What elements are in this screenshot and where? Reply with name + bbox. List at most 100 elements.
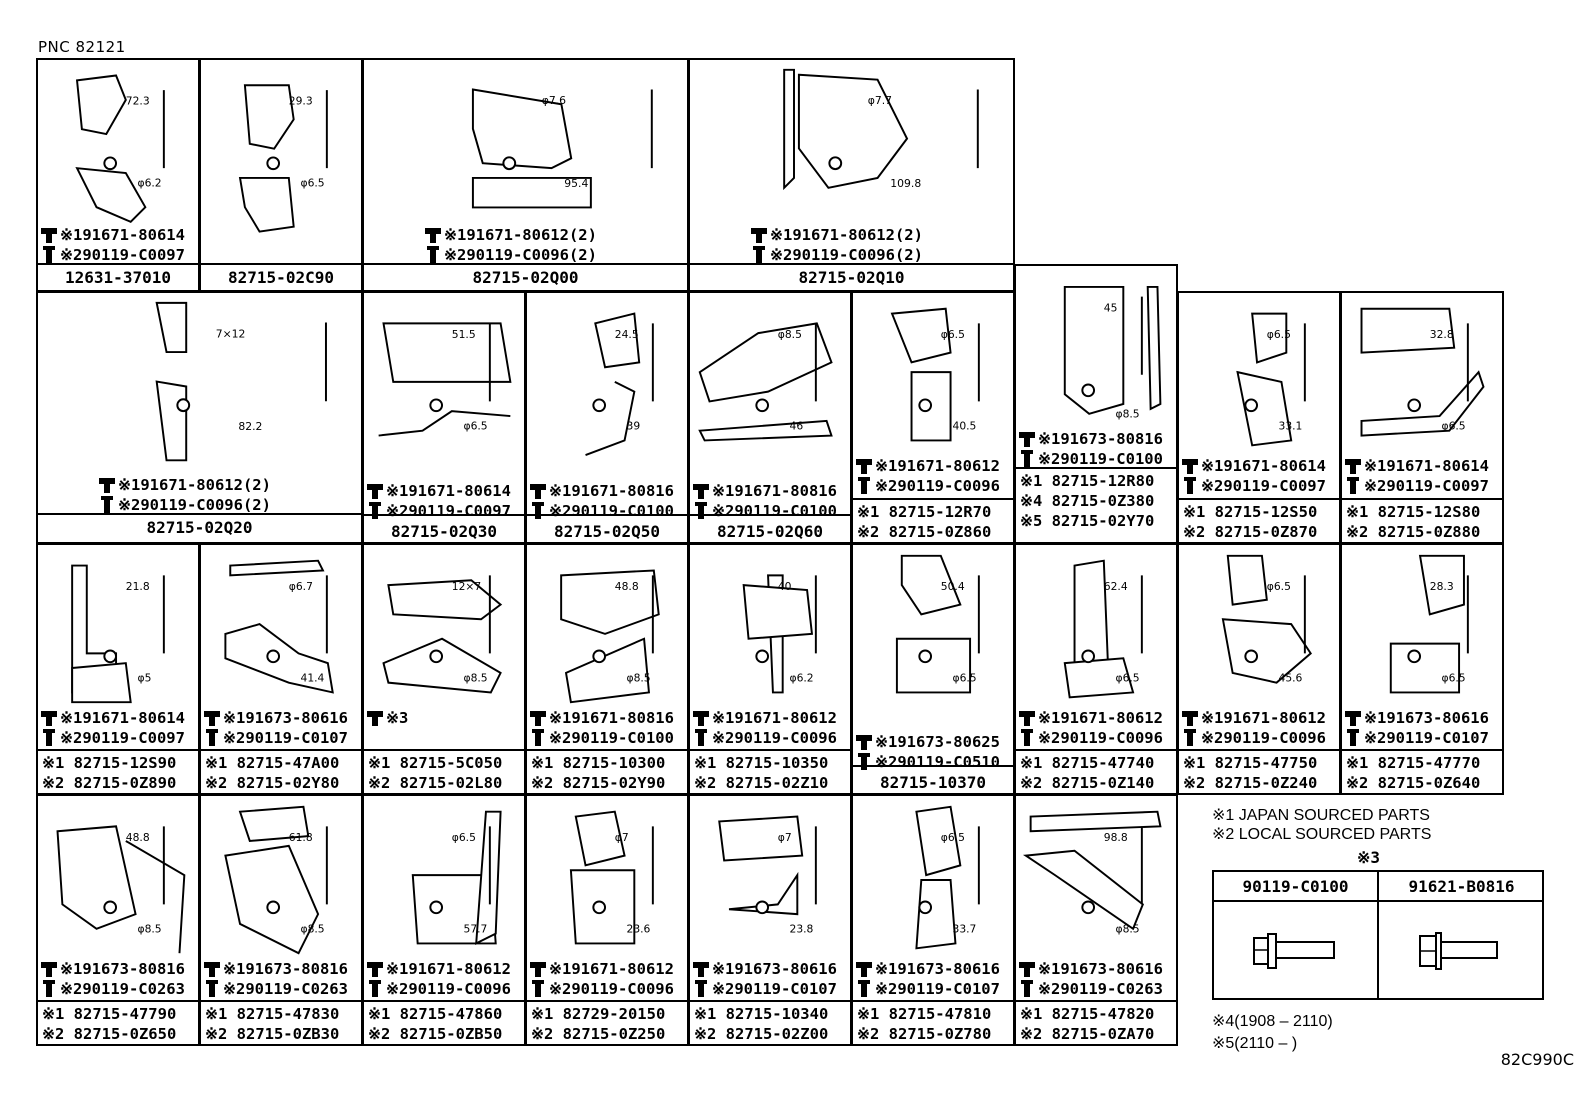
pnc-title: PNC 82121: [38, 38, 126, 56]
sourced-part-number: ※1 82715-47820: [1020, 1005, 1155, 1023]
bolt-spec: ※290119-C0107: [855, 979, 1000, 1002]
bolt-icon: [40, 728, 60, 751]
bolt-spec: ※191671-80612: [1018, 708, 1163, 731]
bolt-icon: [692, 481, 712, 504]
part-drawing: 72.3φ6.2: [75, 74, 165, 223]
bolt-spec: ※290119-C0096: [1181, 728, 1326, 751]
bolt-spec: ※191673-80616: [203, 708, 348, 731]
dimension-label: 95.4: [564, 177, 588, 190]
bolt-icon: [203, 979, 223, 1002]
bolt-icon: [1181, 728, 1201, 751]
part-outline: [378, 410, 511, 437]
part-outline: [915, 879, 957, 950]
bolt-part-number: ※191671-80612: [712, 709, 837, 727]
drawing-code: 82C990C: [1500, 1050, 1574, 1069]
sourced-part-number: ※2 82715-0Z640: [1346, 774, 1481, 792]
dimension-label: φ7.7: [868, 94, 892, 107]
dimension-label: 40: [778, 580, 792, 593]
dimension-label: φ6.5: [301, 177, 325, 190]
dimension-label: 12×7: [452, 580, 481, 593]
bolt-icon: [529, 979, 549, 1002]
part-number-label: 12631-37010: [65, 268, 171, 287]
sourced-part-number: ※2 82715-0Z860: [857, 523, 992, 541]
part-drawing: 32.8φ6.5: [1360, 307, 1485, 437]
part-outline: [387, 579, 503, 621]
dimension-label: 39: [627, 420, 641, 433]
part-drawing: φ6.533.7: [915, 805, 980, 950]
bolt-icon: [529, 481, 549, 504]
bolt-spec: ※191673-80616: [1344, 708, 1489, 731]
mount-hole: [1081, 649, 1096, 664]
bolt-part-number: ※290119-C0096: [1038, 729, 1163, 747]
part-outline: [238, 805, 310, 843]
dimension-label: φ8.5: [627, 672, 651, 685]
part-outline: [125, 840, 186, 954]
part-drawing: 12×7 φ8.5: [382, 575, 503, 694]
dimension-label: 51.5: [452, 328, 476, 341]
part-outline: [915, 805, 962, 877]
mount-hole: [266, 900, 281, 915]
mount-hole: [755, 649, 770, 664]
sourced-part-number: ※2 82715-02Y90: [531, 774, 666, 792]
dimension-label: 23.6: [627, 923, 651, 936]
label-divider: [38, 1000, 198, 1002]
bolt-part-number: ※290119-C0100: [549, 729, 674, 747]
bolt-icon: [40, 979, 60, 1002]
label-divider: [201, 749, 361, 751]
bolt-spec: ※290119-C0263: [40, 979, 185, 1002]
bolt-part-number: ※290119-C0107: [1364, 729, 1489, 747]
bolt-icon: [40, 708, 60, 731]
part-outline: [471, 88, 573, 170]
bolt-spec: ※191671-80612: [529, 959, 674, 982]
bolt-icon: [529, 708, 549, 731]
bolt-spec: ※290119-C0100: [529, 501, 674, 524]
part-outline: [471, 176, 592, 209]
label-divider: [690, 749, 850, 751]
part-outline: [224, 844, 320, 955]
part-drawing: φ6.533.1: [1236, 312, 1306, 447]
dimension-label: φ8.5: [464, 672, 488, 685]
mount-hole: [918, 649, 933, 664]
bolt-icon: [1018, 728, 1038, 751]
part-outline: [71, 662, 132, 704]
dimension-label: 72.3: [126, 95, 150, 108]
bolt-spec: ※290119-C0107: [1344, 728, 1489, 751]
dimension-label: 40.5: [953, 420, 977, 433]
bolt-icon: [1344, 476, 1364, 499]
part-outline: [1236, 370, 1293, 447]
bolt-icon: [529, 728, 549, 751]
dimension-label: φ7: [615, 831, 629, 844]
sourced-part-number: ※1 82715-12R70: [857, 503, 992, 521]
part-number-label: 82715-02Q00: [472, 268, 579, 287]
bolt-part-number: ※290119-C0096: [875, 477, 1000, 495]
period-note-5: ※5(2110 – ): [1212, 1035, 1298, 1052]
bolt-spec: ※290119-C0096(2): [424, 245, 597, 268]
bolt-icon: [98, 495, 118, 518]
bolt-icon: [203, 708, 223, 731]
dimension-label: 46: [790, 420, 804, 433]
dimension-label: φ8.5: [301, 923, 325, 936]
part-outline: [75, 167, 147, 223]
bolt-part-number: ※290119-C0097: [1201, 477, 1326, 495]
mount-hole: [592, 398, 607, 413]
part-outline: [900, 554, 962, 616]
label-divider: [1179, 749, 1339, 751]
part-number-label: 82715-02Q30: [391, 522, 497, 541]
part-outline: [742, 584, 814, 640]
bolt-part-number: ※191673-80816: [223, 960, 348, 978]
sourced-part-number: ※2 82715-0Z250: [531, 1025, 666, 1043]
part-outline: [574, 810, 626, 867]
bolt-icon: [529, 959, 549, 982]
part-outline: [243, 84, 295, 150]
note-japan-sourced: ※1 JAPAN SOURCED PARTS: [1212, 807, 1430, 824]
part-outline: [594, 312, 641, 369]
bolt-icon: [1344, 456, 1364, 479]
bolt-part-number: ※191671-80612: [1201, 709, 1326, 727]
dimension-label: φ6.5: [1442, 420, 1466, 433]
bolt-part-number: ※290119-C0263: [1038, 980, 1163, 998]
